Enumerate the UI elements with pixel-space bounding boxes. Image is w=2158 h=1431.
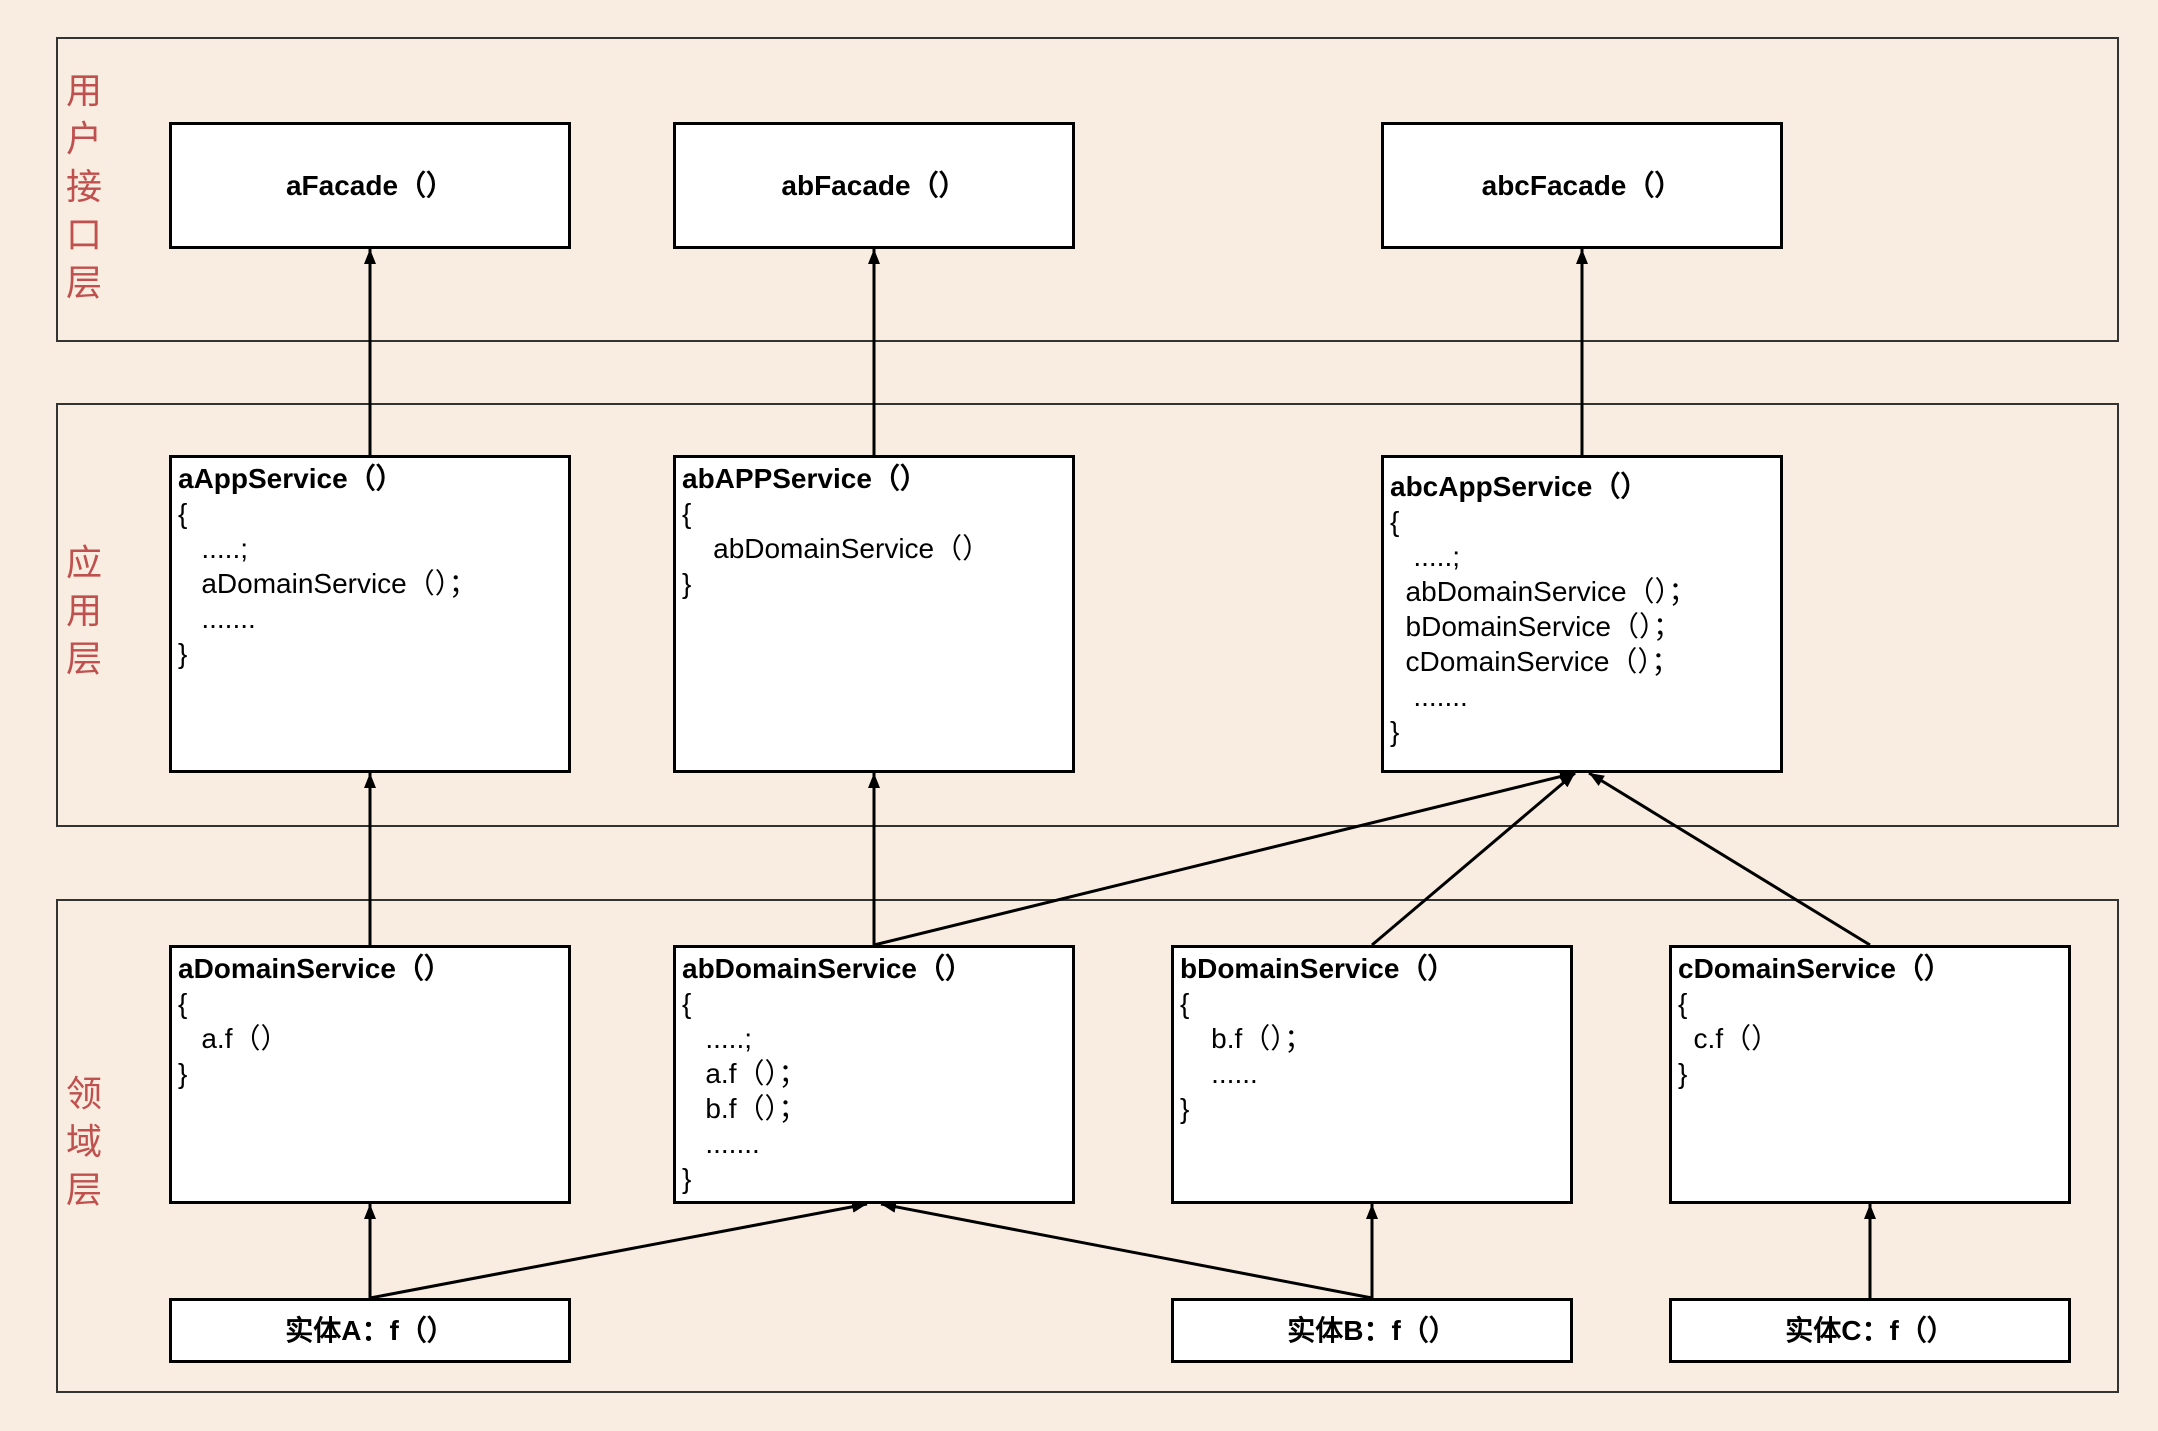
ab-domain-service-box: abDomainService（） { .....; a.f（）； b.f（）；… [673, 945, 1075, 1204]
user-interface-layer [56, 37, 2119, 342]
box-title: aDomainService（） [178, 953, 452, 984]
code-line: ....... [178, 603, 256, 634]
code-line: { [1678, 988, 1688, 1019]
code-line: bDomainService（）； [1390, 611, 1681, 642]
code-line: aDomainService（）； [178, 568, 477, 599]
code-line: b.f（）； [1180, 1023, 1313, 1054]
code-line: { [682, 988, 692, 1019]
code-line: } [1678, 1058, 1688, 1089]
code-line: b.f（）； [682, 1093, 807, 1124]
code-line: } [1180, 1093, 1190, 1124]
code-line: abDomainService（）； [1390, 576, 1697, 607]
code-line: } [682, 1163, 692, 1194]
box-title: abcAppService（） [1390, 471, 1649, 502]
abc-app-service-box: abcAppService（） { .....; abDomainService… [1381, 455, 1783, 773]
code-line: } [1390, 716, 1400, 747]
box-title: aAppService（） [178, 463, 404, 494]
entity-a-box: 实体A：f（） [169, 1298, 571, 1363]
code-line: a.f（） [178, 1023, 289, 1054]
code-line: { [1390, 506, 1400, 537]
ab-app-service-box: abAPPService（） { abDomainService（） } [673, 455, 1075, 773]
code-line: } [178, 1058, 188, 1089]
box-title: abDomainService（） [682, 953, 973, 984]
entity-c-box: 实体C：f（） [1669, 1298, 2071, 1363]
application-layer-label: 应用层 [65, 543, 102, 680]
code-line: { [178, 498, 188, 529]
ab-facade-box: abFacade（） [673, 122, 1075, 249]
box-title: abFacade（） [781, 170, 967, 201]
code-line: } [682, 568, 692, 599]
box-title: 实体C：f（） [1785, 1315, 1955, 1346]
box-title: abcFacade（） [1481, 170, 1683, 201]
box-title: bDomainService（） [1180, 953, 1456, 984]
c-domain-service-box: cDomainService（） { c.f（） } [1669, 945, 2071, 1204]
code-line: abDomainService（） [682, 533, 991, 564]
code-line: ...... [1180, 1058, 1258, 1089]
a-app-service-box: aAppService（） { .....; aDomainService（）；… [169, 455, 571, 773]
code-line: { [178, 988, 188, 1019]
entity-b-box: 实体B：f（） [1171, 1298, 1573, 1363]
code-line: } [178, 638, 188, 669]
a-facade-box: aFacade（） [169, 122, 571, 249]
code-line: c.f（） [1678, 1023, 1780, 1054]
box-title: cDomainService（） [1678, 953, 1952, 984]
box-title: 实体A：f（） [285, 1315, 455, 1346]
a-domain-service-box: aDomainService（） { a.f（） } [169, 945, 571, 1204]
code-line: { [1180, 988, 1190, 1019]
abc-facade-box: abcFacade（） [1381, 122, 1783, 249]
box-title: abAPPService（） [682, 463, 928, 494]
code-line: { [682, 498, 692, 529]
domain-layer-label: 领域层 [65, 1074, 102, 1211]
code-line: .....; [1390, 541, 1461, 572]
code-line: ....... [1390, 681, 1468, 712]
box-title: 实体B：f（） [1287, 1315, 1457, 1346]
box-title: aFacade（） [285, 170, 455, 201]
b-domain-service-box: bDomainService（） { b.f（）； ...... } [1171, 945, 1573, 1204]
user-interface-layer-label: 用户接口层 [65, 71, 102, 304]
code-line: .....; [178, 533, 249, 564]
code-line: a.f（）； [682, 1058, 807, 1089]
code-line: ....... [682, 1128, 760, 1159]
code-line: .....; [682, 1023, 753, 1054]
code-line: cDomainService（）； [1390, 646, 1680, 677]
